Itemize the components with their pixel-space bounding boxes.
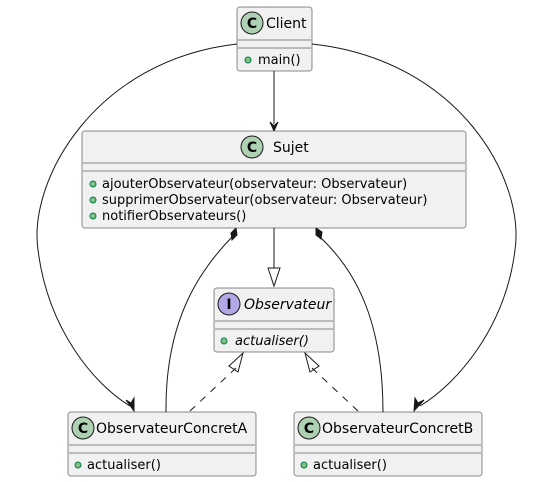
public-method-icon (74, 461, 82, 469)
filled-diamond-icon (230, 226, 238, 242)
interface-badge-icon (217, 292, 241, 316)
hollow-triangle-icon (267, 267, 281, 288)
class-badge-icon (71, 416, 95, 440)
class-badge-letter: C (304, 421, 314, 437)
method-supprimer-observateur: supprimerObservateur(observateur: Observ… (102, 193, 427, 208)
edge-sujet-observateur (267, 228, 281, 288)
class-sujet[interactable]: C Sujet ajouterObservateur(observateur: … (81, 130, 467, 229)
class-client[interactable]: C Client main() (236, 6, 313, 72)
arrowhead-icon (413, 396, 425, 413)
public-method-icon (300, 461, 308, 469)
public-method-icon (244, 56, 252, 64)
arrowhead-icon (125, 396, 135, 413)
class-badge-icon (297, 416, 321, 440)
edge-concret-a-observateur-realization (189, 351, 244, 412)
class-badge-icon (240, 135, 264, 159)
hollow-triangle-icon (304, 351, 320, 373)
edge-client-concret-b (311, 43, 517, 413)
class-name: Sujet (273, 140, 309, 156)
class-name: ObservateurConcretA (96, 421, 248, 437)
hollow-triangle-icon (228, 351, 244, 373)
interface-name: Observateur (244, 297, 332, 313)
edge-client-concret-a (36, 43, 238, 413)
method-notifier-observateurs: notifierObservateurs() (102, 209, 246, 224)
method-actualiser: actualiser() (235, 334, 309, 349)
edge-client-sujet (269, 71, 279, 133)
public-method-icon (220, 337, 228, 345)
class-badge-letter: C (247, 16, 257, 32)
edge-sujet-concret-a-composition (165, 226, 238, 413)
class-badge-icon (240, 11, 264, 35)
class-badge-letter: C (247, 140, 257, 156)
class-observateur-concret-a[interactable]: C ObservateurConcretA actualiser() (67, 411, 257, 477)
public-method-icon (89, 212, 97, 220)
method-ajouter-observateur: ajouterObservateur(observateur: Observat… (102, 177, 407, 192)
method-actualiser: actualiser() (87, 458, 161, 473)
arrowhead-icon (269, 121, 279, 133)
interface-badge-letter: I (226, 297, 231, 313)
public-method-icon (89, 196, 97, 204)
interface-observateur[interactable]: I Observateur actualiser() (213, 287, 335, 353)
class-badge-letter: C (78, 421, 88, 437)
class-observateur-concret-b[interactable]: C ObservateurConcretB actualiser() (293, 411, 483, 477)
filled-diamond-icon (315, 227, 323, 240)
class-name: ObservateurConcretB (322, 421, 473, 437)
class-name: Client (266, 16, 307, 32)
method-actualiser: actualiser() (313, 458, 387, 473)
edge-sujet-concret-b-composition (315, 227, 384, 413)
edge-concret-b-observateur-realization (304, 351, 359, 412)
method-main: main() (258, 53, 301, 68)
public-method-icon (89, 180, 97, 188)
